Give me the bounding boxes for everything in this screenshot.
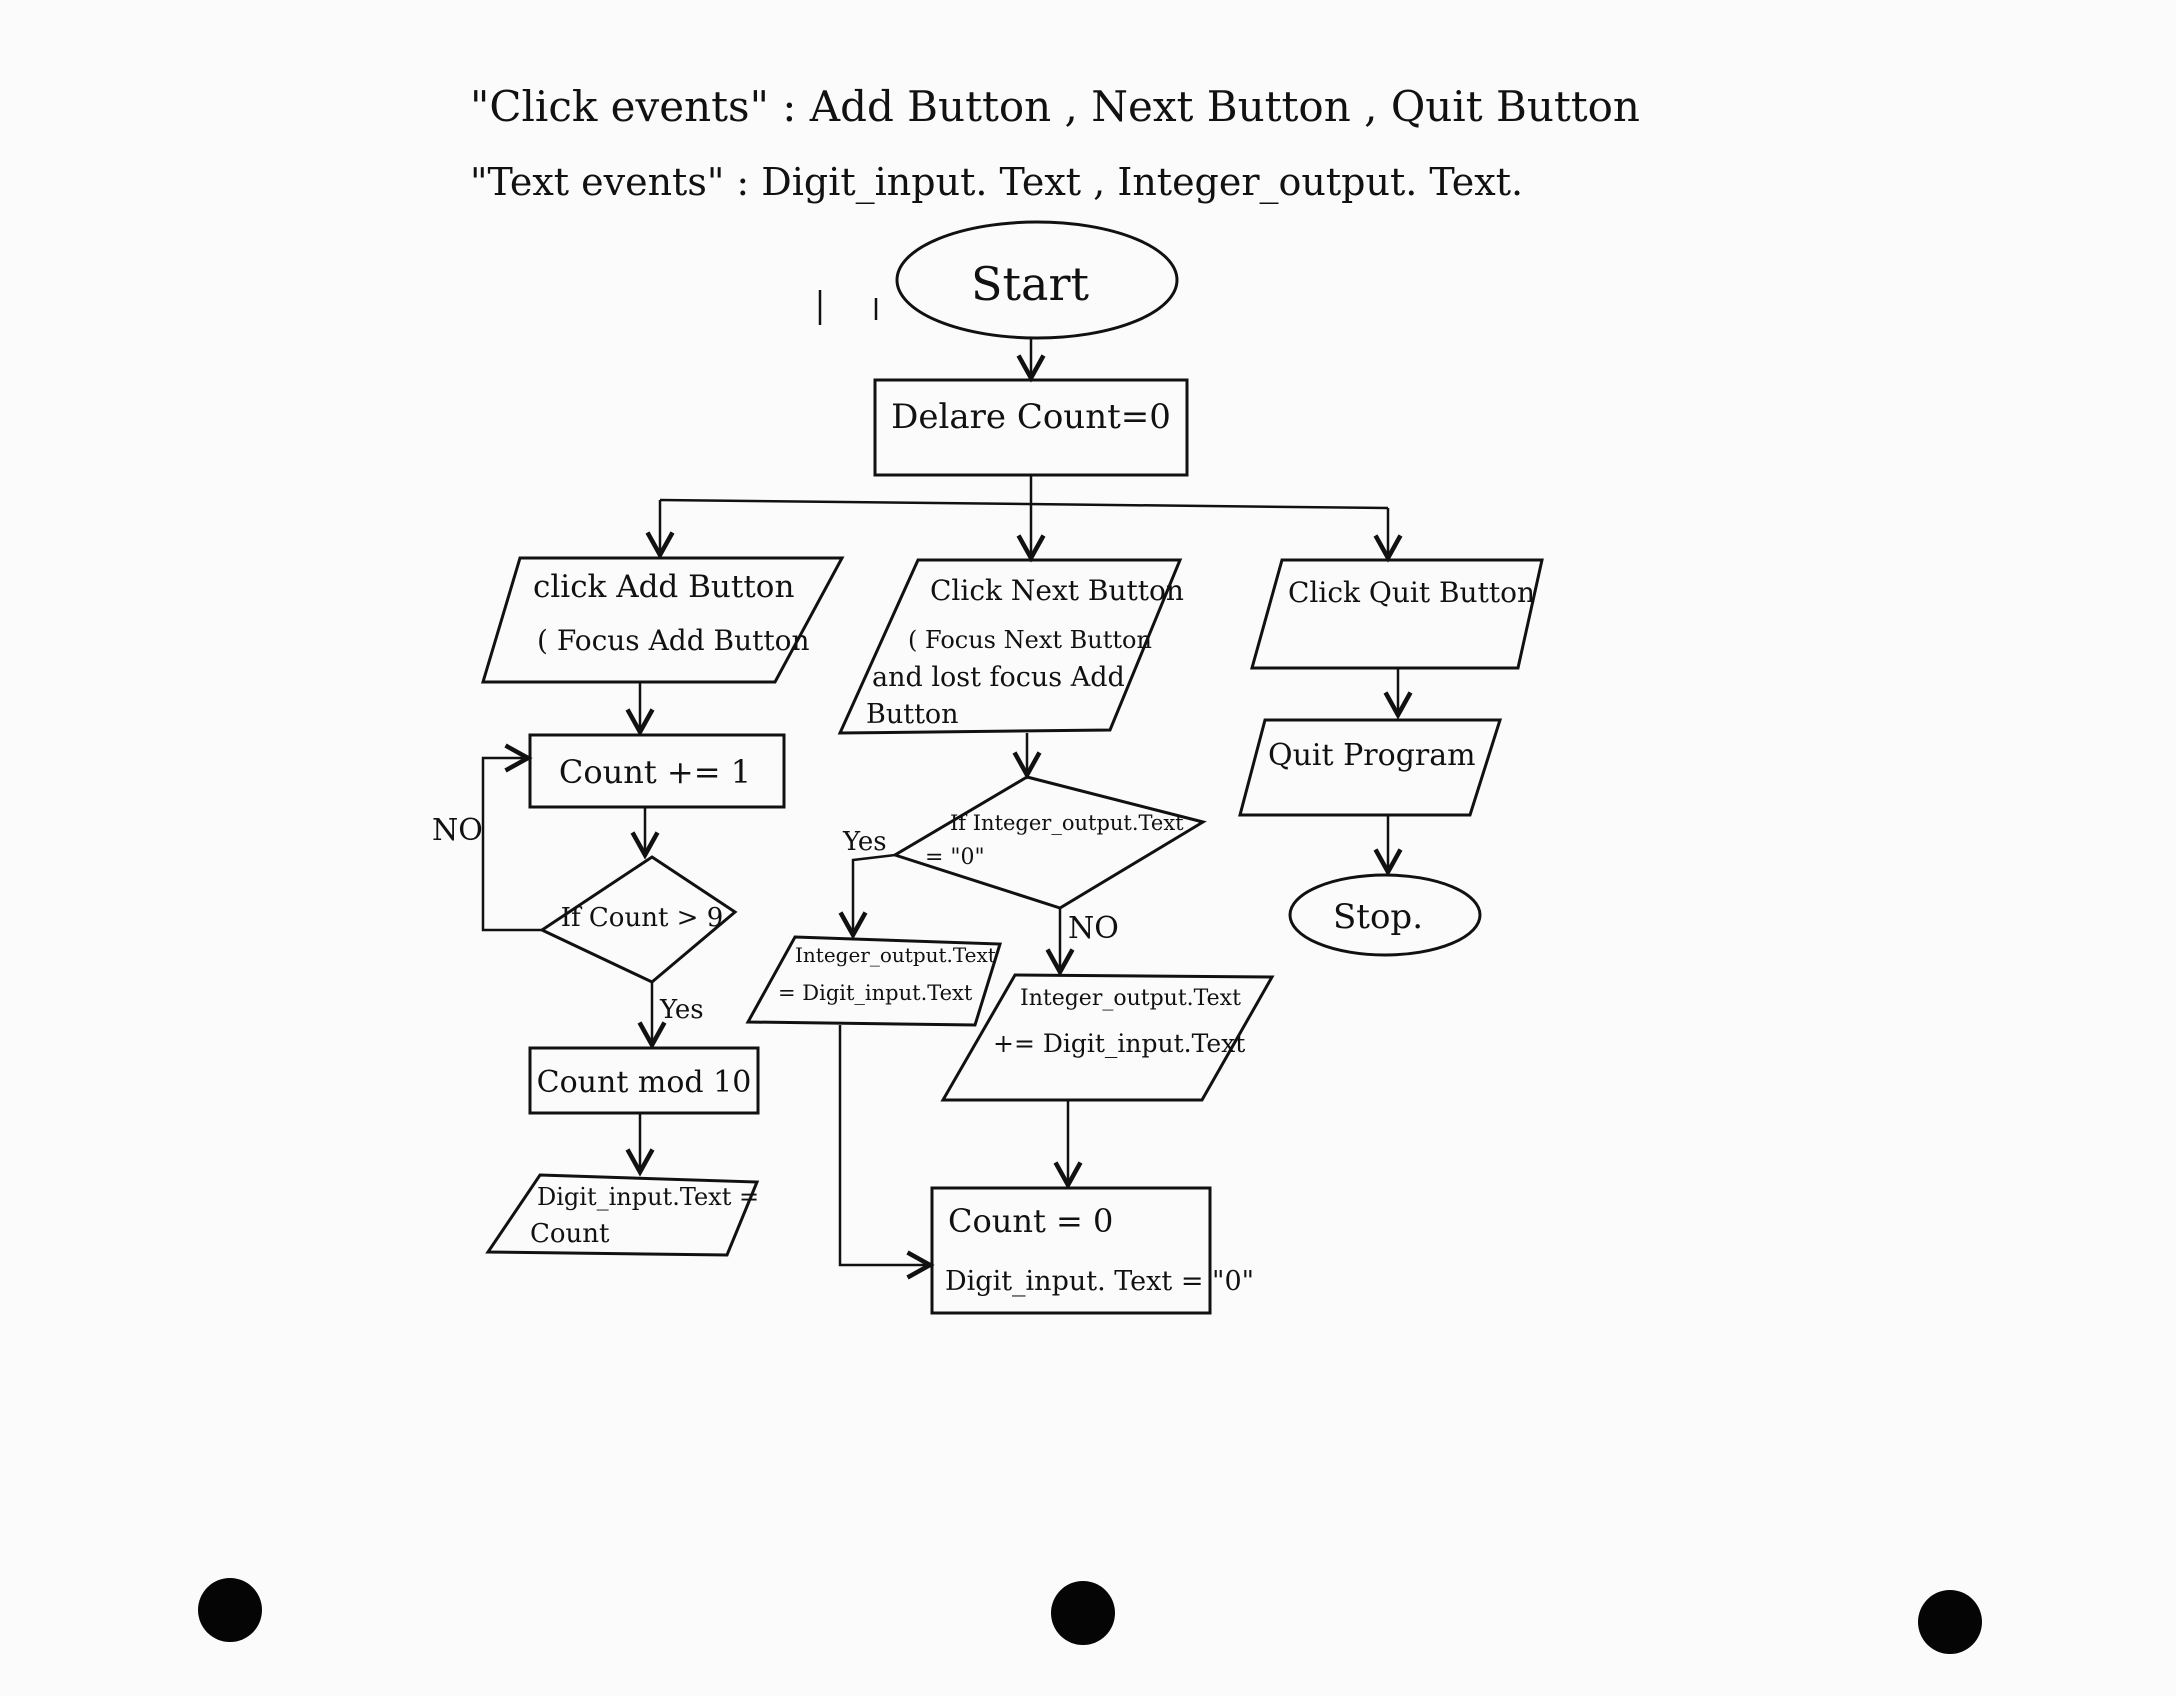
digit-input-count-output: Digit_input.Text = Count	[485, 1173, 760, 1257]
reset-line-2: Digit_input. Text = "0"	[945, 1266, 1254, 1297]
no-integer-label: NO	[1068, 911, 1119, 946]
assign-integer-line-1: Integer_output.Text	[795, 943, 996, 967]
quit-program-output: Quit Program	[1238, 718, 1503, 817]
digit-count-line-2: Count	[530, 1219, 610, 1249]
binder-hole-left	[198, 1578, 262, 1642]
start-terminal: Start	[895, 220, 1179, 340]
if-integer-line-1: If Integer_output.Text	[950, 811, 1184, 835]
quit-button-input: Click Quit Button	[1250, 558, 1544, 670]
stop-label: Stop.	[1333, 897, 1423, 937]
yes-path-to-reset	[838, 1025, 935, 1280]
reset-process: Count = 0 Digit_input. Text = "0"	[930, 1186, 1254, 1315]
quit-program-label: Quit Program	[1268, 738, 1476, 773]
count-inc-label: Count += 1	[559, 753, 751, 791]
no-loop-line	[481, 743, 542, 932]
add-button-line-2: ( Focus Add Button	[537, 624, 810, 657]
text-events-line: "Text events" : Digit_input. Text , Inte…	[470, 160, 1524, 204]
yes-integer-line	[838, 853, 896, 940]
add-integer-output: Integer_output.Text += Digit_input.Text	[940, 973, 1275, 1102]
stop-terminal: Stop.	[1288, 873, 1482, 957]
digit-count-line-1: Digit_input.Text =	[537, 1183, 759, 1211]
binder-hole-center	[1051, 1581, 1115, 1645]
declare-label: Delare Count=0	[891, 397, 1171, 437]
assign-integer-line-2: = Digit_input.Text	[778, 981, 973, 1005]
click-events-line: "Click events" : Add Button , Next Butto…	[470, 82, 1640, 131]
add-integer-line-1: Integer_output.Text	[1020, 986, 1241, 1011]
yes-count-label: Yes	[659, 995, 704, 1025]
start-label: Start	[971, 257, 1089, 311]
branch-horizontal-line	[659, 498, 1389, 510]
if-integer-line-2: = "0"	[925, 845, 985, 870]
if-count-label: If Count > 9	[561, 903, 724, 933]
assign-integer-output: Integer_output.Text = Digit_input.Text	[745, 935, 1003, 1027]
yes-integer-label: Yes	[842, 827, 887, 857]
add-button-input: click Add Button ( Focus Add Button	[480, 556, 845, 684]
if-integer-decision: If Integer_output.Text = "0"	[891, 775, 1207, 910]
next-button-line-4: Button	[866, 699, 959, 730]
next-button-line-2: ( Focus Next Button	[908, 626, 1152, 654]
count-mod-label: Count mod 10	[537, 1065, 752, 1100]
count-mod-process: Count mod 10	[528, 1046, 760, 1115]
next-button-input: Click Next Button ( Focus Next Button an…	[837, 558, 1184, 735]
add-integer-line-2: += Digit_input.Text	[993, 1029, 1245, 1058]
count-increment-process: Count += 1	[528, 733, 786, 809]
declare-count-process: Delare Count=0	[873, 378, 1189, 477]
no-loop-label: NO	[432, 813, 483, 848]
quit-button-label: Click Quit Button	[1288, 576, 1535, 609]
binder-hole-right	[1918, 1590, 1982, 1654]
if-count-decision: If Count > 9	[538, 855, 738, 984]
next-button-line-1: Click Next Button	[930, 574, 1184, 607]
reset-line-1: Count = 0	[948, 1202, 1113, 1240]
next-button-line-3: and lost focus Add	[872, 662, 1125, 693]
add-button-line-1: click Add Button	[533, 569, 794, 605]
